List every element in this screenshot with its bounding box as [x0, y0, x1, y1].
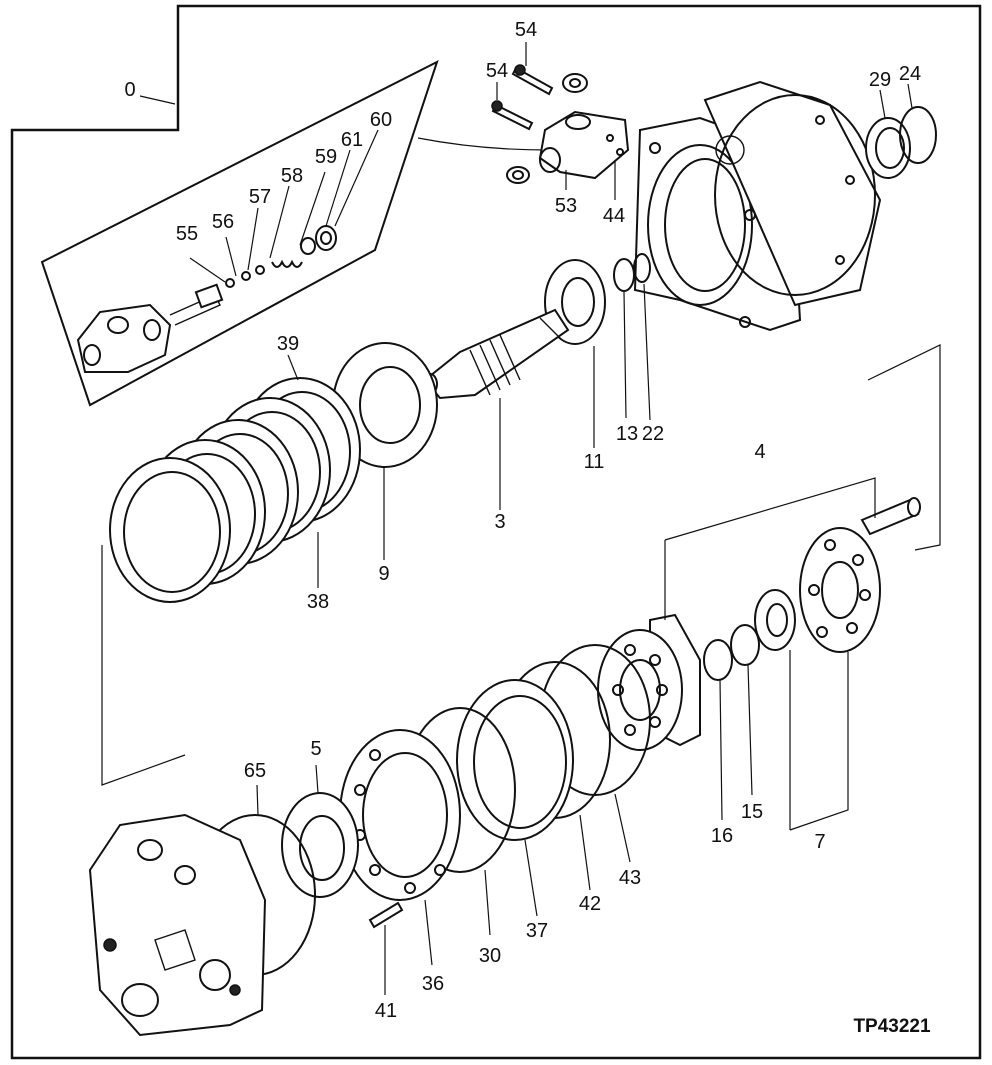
callout-16: 16	[711, 825, 733, 847]
callout-38: 38	[307, 591, 329, 613]
callout-0: 0	[124, 79, 135, 101]
shaft-3	[422, 308, 570, 400]
callout-54-upper: 54	[515, 19, 537, 41]
callout-11: 11	[584, 451, 605, 473]
rear-casing	[88, 813, 267, 1037]
callout-57: 57	[249, 186, 271, 208]
plug-fittings	[506, 73, 588, 184]
callout-37: 37	[526, 920, 548, 942]
bolt-54-lower	[491, 100, 534, 131]
bearing-5	[281, 792, 359, 898]
callout-60: 60	[370, 109, 392, 131]
callout-29: 29	[869, 69, 891, 91]
callout-58: 58	[281, 165, 303, 187]
bearing-15	[754, 589, 796, 651]
callout-22: 22	[642, 423, 664, 445]
callout-43: 43	[619, 867, 641, 889]
callout-15: 15	[741, 801, 763, 823]
callout-24: 24	[899, 63, 921, 85]
callout-42: 42	[579, 893, 601, 915]
callout-44: 44	[603, 205, 625, 227]
valve-body-detail	[76, 225, 337, 373]
callout-36: 36	[422, 973, 444, 995]
friction-plate-stack	[109, 377, 361, 603]
callout-65: 65	[244, 760, 266, 782]
callout-53: 53	[555, 195, 577, 217]
snap-ring-24	[899, 106, 937, 164]
valve-detail-box	[40, 60, 439, 407]
bolt-41	[368, 901, 404, 929]
bolt-54-upper	[511, 64, 554, 96]
pin	[860, 497, 921, 536]
ring-37	[456, 679, 574, 841]
ring-22	[633, 253, 651, 283]
brake-piston-36	[339, 729, 461, 901]
callout-13: 13	[616, 423, 638, 445]
callout-39: 39	[277, 333, 299, 355]
ring-13	[613, 258, 635, 292]
callout-30: 30	[479, 945, 501, 967]
callout-54-lower: 54	[486, 60, 508, 82]
valve-plate-7	[799, 527, 881, 653]
callout-59: 59	[315, 146, 337, 168]
callout-56: 56	[212, 211, 234, 233]
motor-housing	[633, 80, 882, 332]
callout-61: 61	[341, 129, 363, 151]
callout-5: 5	[310, 738, 321, 760]
cylinder-block-4	[597, 613, 701, 751]
callout-7: 7	[814, 831, 825, 853]
frame-border	[10, 4, 982, 1060]
callout-4: 4	[754, 441, 765, 463]
figure-reference: TP43221	[853, 1016, 931, 1037]
callout-9: 9	[378, 563, 389, 585]
ring-16	[703, 624, 760, 681]
callout-41: 41	[375, 1000, 397, 1022]
seal-29	[865, 117, 911, 179]
callout-3: 3	[494, 511, 505, 533]
manifold-block	[538, 110, 630, 180]
callout-55: 55	[176, 223, 198, 245]
